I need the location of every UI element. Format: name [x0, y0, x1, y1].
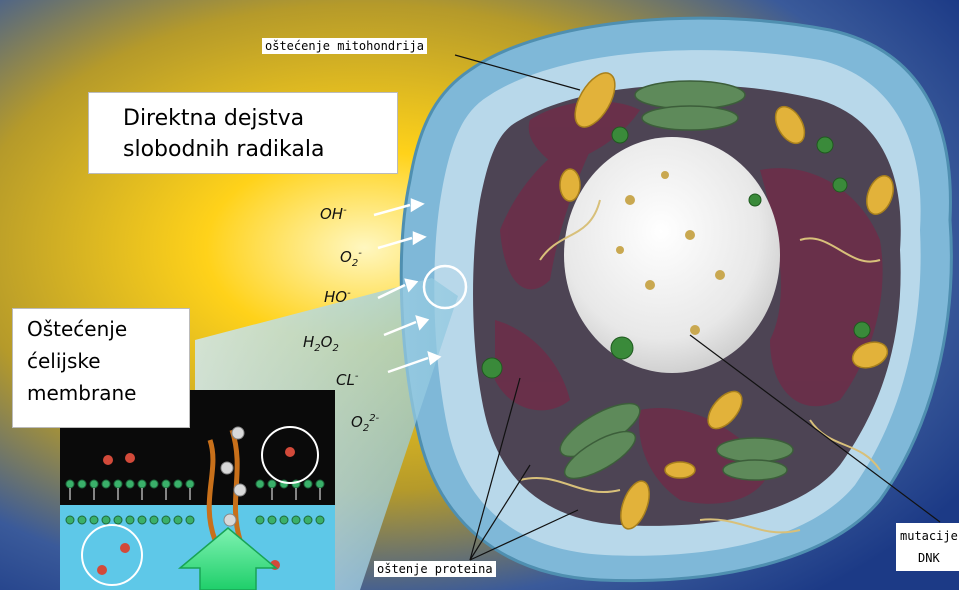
radical-h2o2: H2O2: [303, 333, 339, 354]
membrane-label-line-3: membrane: [27, 377, 189, 409]
nucleus: [564, 137, 780, 373]
membrane-damage-label: Oštećenje ćelijske membrane: [12, 308, 190, 428]
radical-oh: OH-: [320, 205, 347, 223]
radical-ho: HO-: [324, 288, 351, 306]
membrane-label-line-2: ćelijske: [27, 345, 189, 377]
title-line-2: slobodnih radikala: [123, 134, 397, 165]
protein-damage-label: oštenje proteina: [374, 561, 496, 577]
title-line-1: Direktna dejstva: [123, 103, 397, 134]
radical-o2: O2-: [340, 248, 362, 269]
radical-cl: CL-: [336, 371, 358, 389]
title-label: Direktna dejstva slobodnih radikala: [88, 92, 398, 174]
dna-label-line-1: mutacije: [900, 525, 958, 547]
radical-o2-2: O22-: [351, 413, 379, 434]
dna-mutation-label: mutacije DNK: [896, 523, 959, 571]
membrane-label-line-1: Oštećenje: [27, 313, 189, 345]
mitochondria-damage-label: oštećenje mitohondrija: [262, 38, 427, 54]
dna-label-line-2: DNK: [900, 547, 958, 569]
